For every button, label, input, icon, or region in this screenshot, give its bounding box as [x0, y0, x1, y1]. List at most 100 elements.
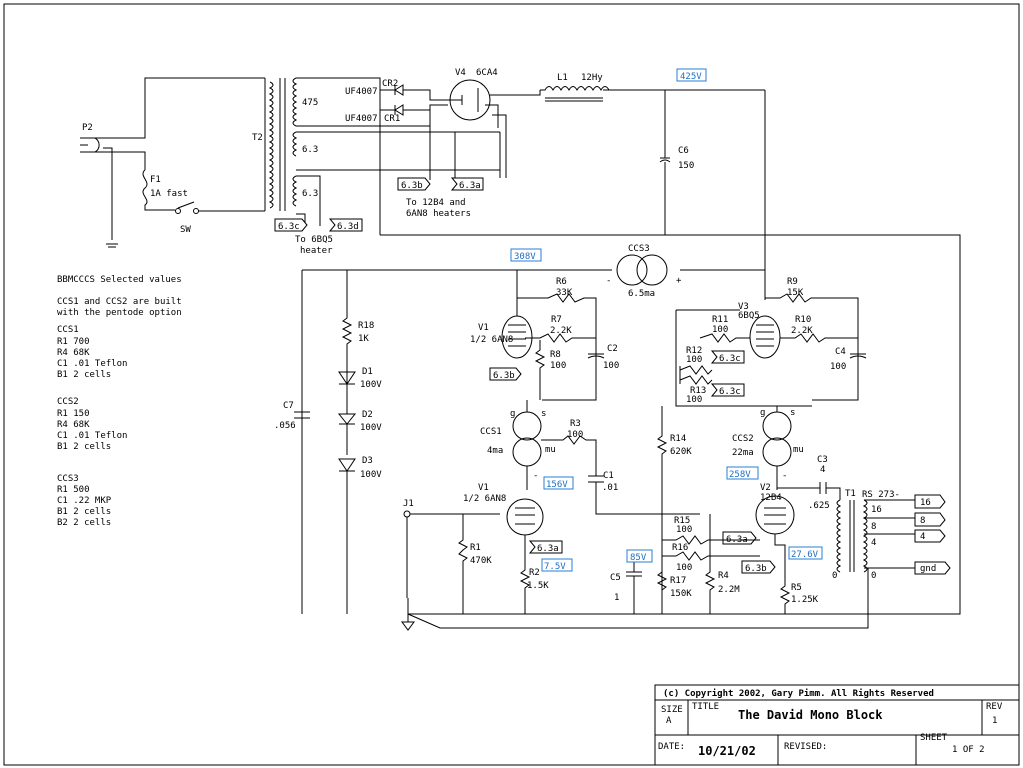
r4-label: R4 — [718, 571, 729, 581]
notes-panel: BBMCCCS Selected values CCS1 and CCS2 ar… — [57, 275, 182, 528]
ccs1-pin-g: g — [510, 409, 515, 419]
r12-label: R12 — [686, 346, 702, 356]
v3-label: V3 — [738, 302, 749, 312]
tag-6v3c-v3-b: 6.3c — [719, 387, 741, 397]
r16-value: 100 — [676, 563, 692, 573]
ccs1-current: 4ma — [487, 446, 503, 456]
t1-tap-4: 4 — [871, 538, 876, 548]
transformer-label: T2 — [252, 133, 263, 143]
note-line: R4 68K — [57, 420, 90, 430]
c1-value: .01 — [602, 483, 618, 493]
voltage-425v: 425V — [680, 72, 702, 82]
tag-6v3b-v2: 6.3b — [745, 564, 767, 574]
t1-primary-value: .625 — [808, 501, 830, 511]
ccs3-label: CCS3 — [628, 244, 650, 254]
r14-label: R14 — [670, 434, 686, 444]
output-stage: R9 15K V3 6BQ5 R11 100 R10 2.2K R12 100 … — [610, 277, 951, 614]
d3-value: 100V — [360, 470, 382, 480]
ccs2-label: CCS2 — [732, 434, 754, 444]
secondary-6v3-a: 6.3 — [302, 145, 318, 155]
ccs2-pin-mu: mu — [793, 445, 804, 455]
choke-l1: L1 12Hy — [540, 73, 765, 102]
note-line: with the pentode option — [57, 308, 182, 318]
r1-label: R1 — [470, 543, 481, 553]
r2-label: R2 — [529, 568, 540, 578]
voltage-tags: 425V 308V 156V 7.5V 258V 85V 27.6V — [510, 68, 823, 572]
sheet-label: SHEET — [920, 733, 948, 743]
j1-label: J1 — [403, 499, 414, 509]
cr2-label: CR2 — [382, 79, 398, 89]
secondary-6v3-b: 6.3 — [302, 189, 318, 199]
v1-bottom-label: V1 — [478, 483, 489, 493]
r15-value: 100 — [676, 525, 692, 535]
tag-6v3b-supply: 6.3b — [401, 181, 423, 191]
c6-label: C6 — [678, 146, 689, 156]
note-line: C1 .01 Teflon — [57, 359, 127, 369]
l1-label: L1 — [557, 73, 568, 83]
r10-label: R10 — [795, 315, 811, 325]
note-line: C1 .22 MKP — [57, 496, 112, 506]
v4-label: V4 — [455, 68, 466, 78]
voltage-tag-258v — [726, 466, 759, 480]
note-line: B1 2 cells — [57, 370, 111, 380]
v1-top-label: V1 — [478, 323, 489, 333]
ccs2-pin-s: s — [790, 408, 795, 418]
t1-label: T1 — [845, 489, 856, 499]
d1-label: D1 — [362, 367, 373, 377]
cr2-part: UF4007 — [345, 87, 378, 97]
fuse-f1 — [142, 169, 175, 211]
voltage-156v: 156V — [546, 480, 568, 490]
secondary-475: 475 — [302, 98, 318, 108]
tag-6v3b-v1: 6.3b — [493, 371, 515, 381]
l1-value: 12Hy — [581, 73, 603, 83]
r8-value: 100 — [550, 361, 566, 371]
heater-note-4: heater — [300, 246, 333, 256]
note-line: R1 500 — [57, 485, 90, 495]
heater-note-3: To 6BQ5 — [295, 235, 333, 245]
d3-label: D3 — [362, 456, 373, 466]
heater-note-1: To 12B4 and — [406, 198, 466, 208]
c4-value: 100 — [830, 362, 846, 372]
tag-6v3a-v1: 6.3a — [537, 544, 559, 554]
ccs2-pin-minus: - — [782, 471, 787, 481]
plug-label: P2 — [82, 123, 93, 133]
r11-value: 100 — [712, 325, 728, 335]
heater-tags: 6.3b 6.3a 6.3c 6.3d 6.3b 6.3a 6.3c 6.3c … — [274, 177, 776, 574]
drawing-title: The David Mono Block — [738, 708, 883, 722]
note-line: R1 150 — [57, 409, 90, 419]
rectifier-diodes: UF4007 CR2 UF4007 CR1 — [345, 78, 448, 235]
r17-value: 150K — [670, 589, 692, 599]
voltage-tag-7v5 — [541, 558, 573, 572]
voltage-tag-27v6 — [788, 546, 823, 560]
t1-type: RS 273- — [862, 490, 900, 500]
r11-label: R11 — [712, 315, 728, 325]
voltage-27v6: 27.6V — [791, 550, 819, 560]
note-line: CCS1 and CCS2 are built — [57, 297, 182, 307]
v4-type: 6CA4 — [476, 68, 498, 78]
sheet-border — [3, 3, 1020, 766]
fuse-rating: 1A fast — [150, 189, 188, 199]
r8-label: R8 — [550, 350, 561, 360]
rev-value: 1 — [992, 716, 997, 726]
voltage-85v: 85V — [630, 553, 647, 563]
switch-label: SW — [180, 225, 191, 235]
c3-value: 4 — [820, 465, 825, 475]
copyright: (c) Copyright 2002, Gary Pimm. All Right… — [663, 688, 934, 699]
t1-tap-8: 8 — [871, 522, 876, 532]
size-value: A — [666, 716, 672, 726]
output-16: 16 — [920, 498, 931, 508]
c4-label: C4 — [835, 347, 846, 357]
power-supply: P2 F1 1A fast SW T2 475 6.3 6.3 — [80, 68, 765, 256]
c1-label: C1 — [603, 471, 614, 481]
voltage-308v: 308V — [514, 252, 536, 262]
output-8: 8 — [920, 516, 925, 526]
title-block: (c) Copyright 2002, Gary Pimm. All Right… — [654, 684, 1020, 766]
note-line: R1 700 — [57, 337, 90, 347]
rectifier-tube-v4: V4 6CA4 — [448, 68, 541, 178]
r7-label: R7 — [551, 315, 562, 325]
ccs3: CCS3 6.5ma - + — [606, 244, 682, 299]
r2-value: 1.5K — [527, 581, 549, 591]
voltage-258v: 258V — [729, 470, 751, 480]
voltage-tag-308v — [510, 248, 542, 262]
